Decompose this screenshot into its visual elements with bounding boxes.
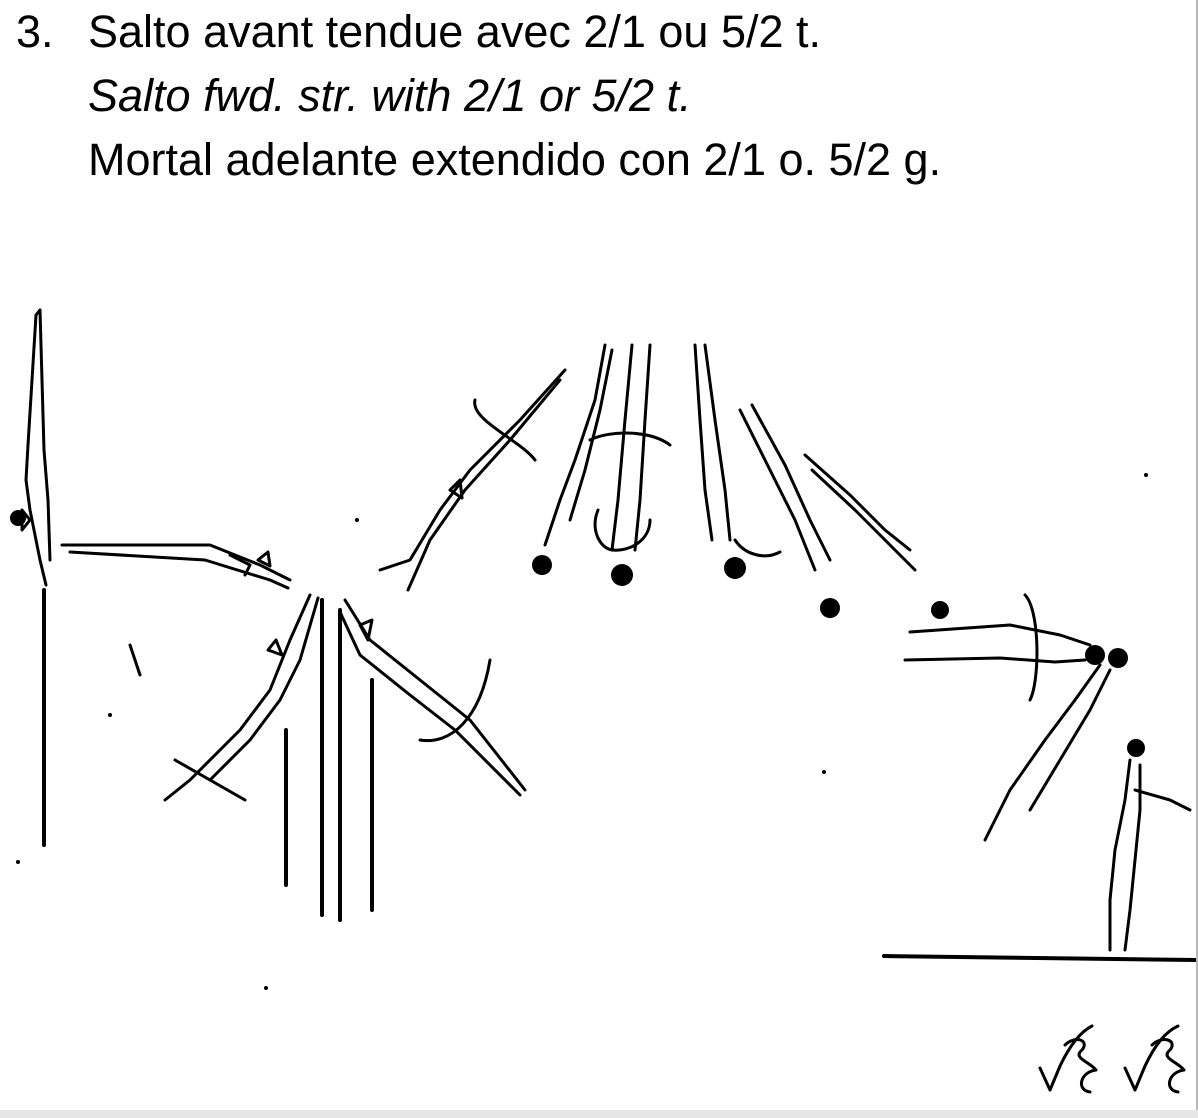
gymnast-figure-icon [985, 645, 1110, 840]
gymnast-figure-icon [1110, 739, 1190, 950]
gymnast-figure-icon [165, 595, 318, 800]
gymnast-figure-icon [10, 310, 50, 585]
gymnast-figure-icon [805, 455, 949, 619]
scan-specks [16, 473, 1148, 990]
page-bottom-edge [0, 1110, 1198, 1118]
gymnast-figure-icon [595, 345, 650, 586]
gymnast-figure-icon [62, 545, 290, 588]
gymnast-figure-icon [740, 405, 840, 618]
gymnast-figure-icon [340, 600, 525, 795]
landing-floor [884, 956, 1196, 960]
twist-arrow-icon [130, 400, 1037, 800]
apparatus-uprights [44, 590, 372, 920]
element-symbol-icon [1040, 1026, 1184, 1092]
